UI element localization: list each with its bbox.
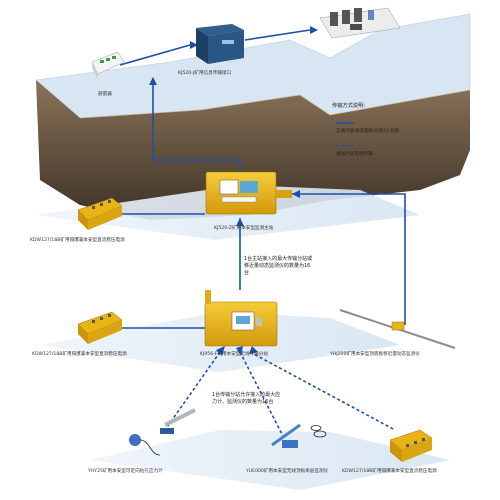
- power-supply-left-1: [77, 197, 123, 230]
- roof-monitor-device: [339, 309, 456, 349]
- control-room: [319, 7, 401, 39]
- drill-stress-device: [129, 408, 196, 456]
- label-comm-interface: KJ520-J矿用信息传输接口: [178, 71, 232, 76]
- legend-dashed-text: 虚线代表无线传输: [336, 152, 373, 157]
- label-power-supply-left-1: KDW127/18B矿用隔爆兼本安型直流稳压电源: [30, 238, 125, 243]
- arrow-head: [292, 190, 300, 198]
- label-power-supply-left-2: KDW127/18B矿用隔爆兼本安型直流稳压电源: [32, 352, 127, 357]
- note-substation-capacity: 1台传输分站允许接入的最大应力计、监测仪的数量为16台: [212, 392, 281, 405]
- arrow-head: [310, 26, 318, 34]
- arrow-head: [216, 346, 225, 356]
- main-station-device: [205, 171, 292, 215]
- legend-graphics: [336, 122, 354, 147]
- arrow-head: [236, 346, 243, 356]
- label-anchor-monitor: YUE000矿用本安型无线顶板离层监测仪: [246, 469, 329, 474]
- label-lightning-arrester: 避雷器: [98, 92, 112, 97]
- comm-interface-device: [196, 24, 244, 64]
- power-supply-bottom: [389, 429, 433, 462]
- arrow-head: [249, 346, 258, 354]
- label-roof-monitor: YHJ200矿用本安型顶底板移近量动态监测仪: [330, 352, 420, 357]
- arrow-head: [149, 77, 157, 85]
- label-substation: KJ956-F矿用本安型无线传输分站: [200, 352, 268, 357]
- solid-lines: [119, 29, 406, 329]
- note-main-station-capacity: 1台主站接入的最大传输分站或移近量动态监测仪的数量为16台: [244, 256, 313, 276]
- label-drill-stress: YHY25矿用本安型可定向钻孔应力计: [88, 469, 163, 474]
- label-main-station: KJ520-Z矿用本安型监测主站: [214, 226, 274, 231]
- power-supply-left-2: [77, 311, 123, 344]
- lightning-arrester-device: [91, 51, 125, 80]
- arrow-head: [190, 41, 198, 49]
- legend-solid-text: 实线代表通讯电缆/光缆/以太网: [336, 129, 399, 134]
- label-power-supply-bottom: KDW127/18B矿用隔爆兼本安型直流稳压电源: [342, 469, 437, 474]
- anchor-monitor-device: [271, 423, 327, 448]
- surface-terrain: [35, 13, 471, 220]
- arrow-head: [236, 218, 244, 226]
- substation-device: [204, 290, 278, 347]
- dashed-lines: [164, 351, 396, 441]
- legend-title: 传输方式说明：: [332, 103, 369, 109]
